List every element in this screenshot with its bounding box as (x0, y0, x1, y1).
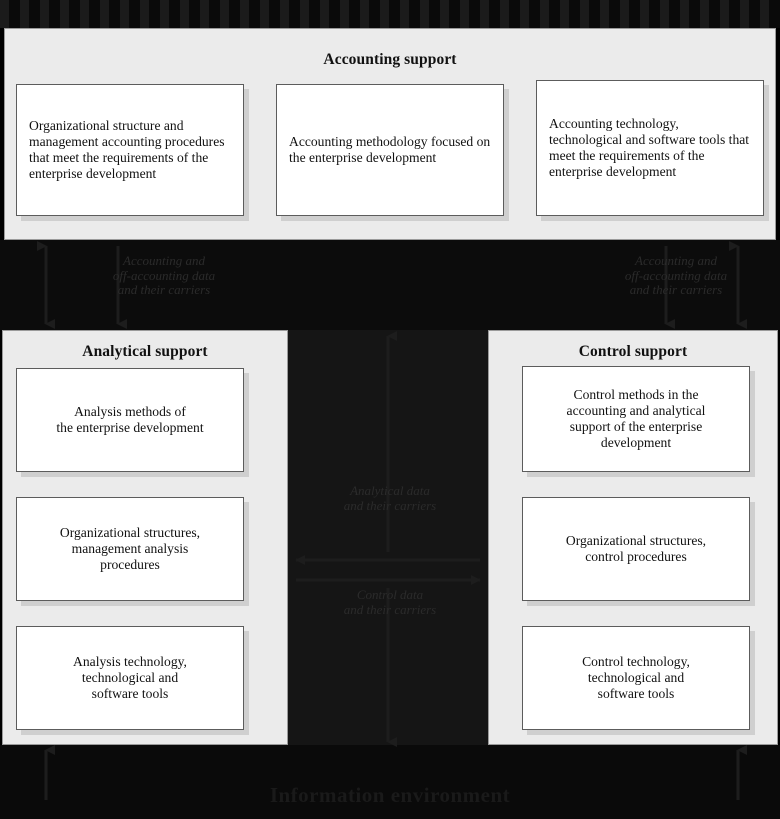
accounting-box-2-text: Accounting methodology focused on the en… (289, 134, 491, 165)
accounting-support-title: Accounting support (323, 51, 457, 68)
accounting-box-1-text: Organizational structure and management … (29, 118, 225, 181)
top-strip-pattern (0, 0, 780, 28)
bottom-dark-band (0, 745, 780, 819)
analytical-box-3[interactable]: Analysis technology, technological and s… (16, 626, 244, 730)
analytical-support-title: Analytical support (82, 343, 208, 360)
control-box-3-text: Control technology, technological and so… (582, 654, 690, 701)
top-cropped-strip (0, 0, 780, 28)
analytical-box-2-text: Organizational structures, management an… (59, 525, 201, 572)
accounting-box-3[interactable]: Accounting technology, technological and… (536, 80, 764, 216)
accounting-box-1[interactable]: Organizational structure and management … (16, 84, 244, 216)
information-environment-label: Information environment (269, 782, 511, 807)
center-dark-column (288, 330, 488, 745)
accounting-box-3-text: Accounting technology, technological and… (549, 116, 750, 179)
control-box-1[interactable]: Control methods in the accounting and an… (522, 366, 750, 472)
control-box-3[interactable]: Control technology, technological and so… (522, 626, 750, 730)
analytical-box-1[interactable]: Analysis methods of the enterprise devel… (16, 368, 244, 472)
control-box-1-text: Control methods in the accounting and an… (566, 387, 706, 450)
analytical-box-2[interactable]: Organizational structures, management an… (16, 497, 244, 601)
information-environment-bar: Information environment (0, 775, 780, 815)
control-support-title: Control support (578, 343, 688, 360)
control-box-2-text: Organizational structures, control proce… (565, 533, 707, 564)
accounting-box-2[interactable]: Accounting methodology focused on the en… (276, 84, 504, 216)
analytical-box-1-text: Analysis methods of the enterprise devel… (56, 404, 204, 435)
middle-dark-band (0, 240, 780, 330)
analytical-box-3-text: Analysis technology, technological and s… (73, 654, 187, 701)
control-box-2[interactable]: Organizational structures, control proce… (522, 497, 750, 601)
